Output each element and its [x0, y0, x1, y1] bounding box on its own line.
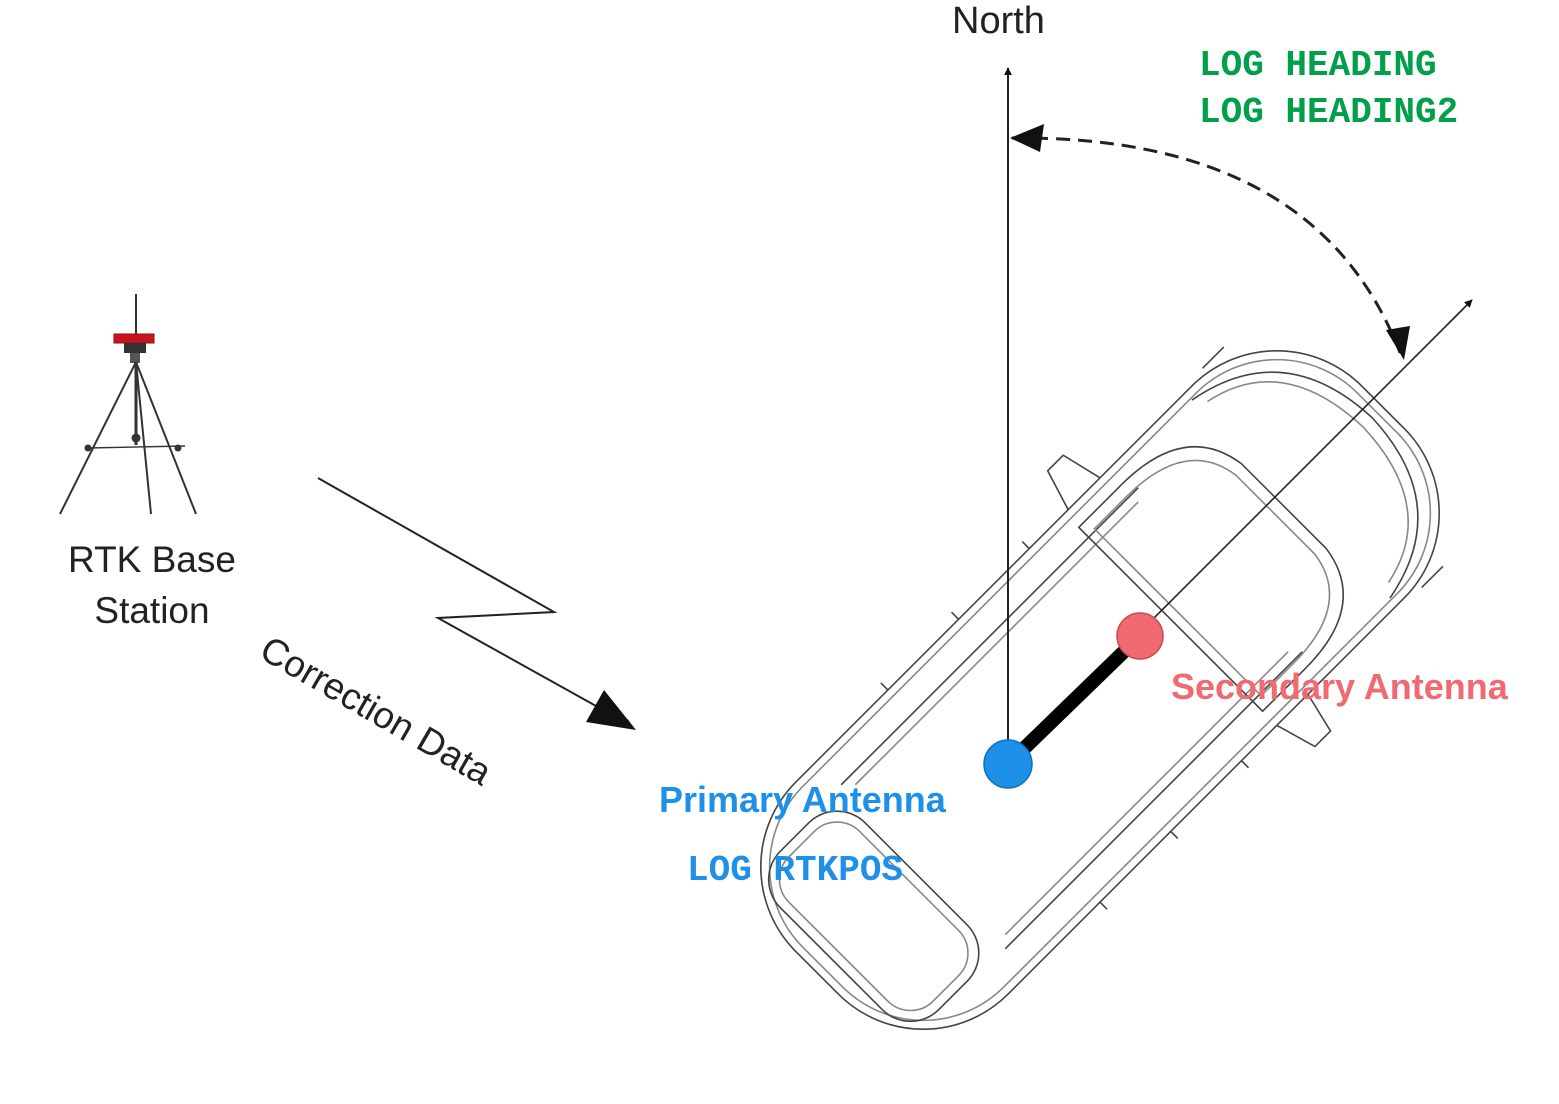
antenna-baseline [1001, 629, 1147, 771]
base-station-label-line2: Station [94, 590, 210, 631]
base-station-label-line1: RTK Base [68, 539, 236, 580]
secondary-antenna-marker [1116, 612, 1164, 660]
vehicle-car-outline [759, 346, 1444, 1031]
base-station-icon [59, 294, 197, 515]
heading-arc-arrowhead-north [1010, 124, 1044, 152]
heading-angle-arc [1011, 136, 1404, 359]
north-label: North [952, 0, 1045, 42]
log-heading2-label: LOG HEADING2 [1199, 92, 1459, 133]
base-station-label: RTK Base Station [40, 534, 264, 636]
log-heading-label: LOG HEADING [1199, 45, 1437, 86]
log-rtkpos-label: LOG RTKPOS [687, 850, 904, 891]
correction-data-arrow [317, 477, 633, 727]
heading-arc-arrowhead-heading [1386, 326, 1410, 360]
heading-log-commands: LOG HEADING LOG HEADING2 [1199, 42, 1458, 136]
correction-arrowhead [586, 690, 636, 730]
primary-antenna-marker [983, 739, 1033, 789]
primary-antenna-label: Primary Antenna [659, 779, 946, 820]
secondary-antenna-label: Secondary Antenna [1171, 666, 1508, 707]
